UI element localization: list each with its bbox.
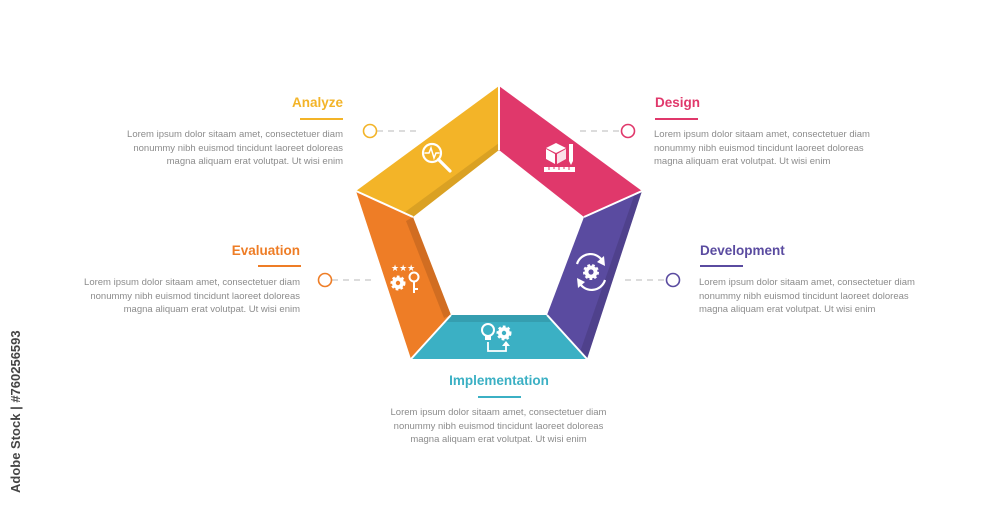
evaluation-segment [356,191,451,359]
analyze-segment [356,86,499,217]
implementation-description: Lorem ipsum dolor sitaam amet, consectet… [390,407,607,445]
design-description: Lorem ipsum dolor sitaam amet, consectet… [654,129,870,167]
analyze-underline [300,118,343,120]
analyze-title: Analyze [291,95,343,110]
stars-gear-icon: ★★★ [390,264,420,293]
evaluation-dot [317,272,333,288]
implementation-segment-shade [446,315,551,322]
bulb-gear-icon [481,323,512,352]
design-title: Design [655,95,701,110]
analyze-segment-shade [405,143,499,217]
design-underline [655,118,698,120]
development-segment-shade [580,191,642,359]
magnifier-chart-icon [421,142,452,173]
evaluation-title: Evaluation [231,243,300,258]
analyze-dot [362,123,378,139]
analyze-description: Lorem ipsum dolor sitaam amet, consectet… [127,129,343,167]
stock-watermark: Adobe Stock | #760256593 [8,330,23,493]
evaluation-description: Lorem ipsum dolor sitaam amet, consectet… [84,277,300,315]
evaluation-segment-shade [406,217,451,318]
design-dot [620,123,636,139]
svg-text:★★★: ★★★ [391,264,415,274]
implementation-title: Implementation [449,373,549,388]
development-underline [700,265,743,267]
implementation-underline [478,396,521,398]
development-dot [665,272,681,288]
development-title: Development [700,243,785,258]
cube-ruler-icon [544,143,575,172]
development-description: Lorem ipsum dolor sitaam amet, consectet… [699,277,915,315]
gear-cycle-icon [575,252,607,292]
evaluation-underline [258,265,301,267]
